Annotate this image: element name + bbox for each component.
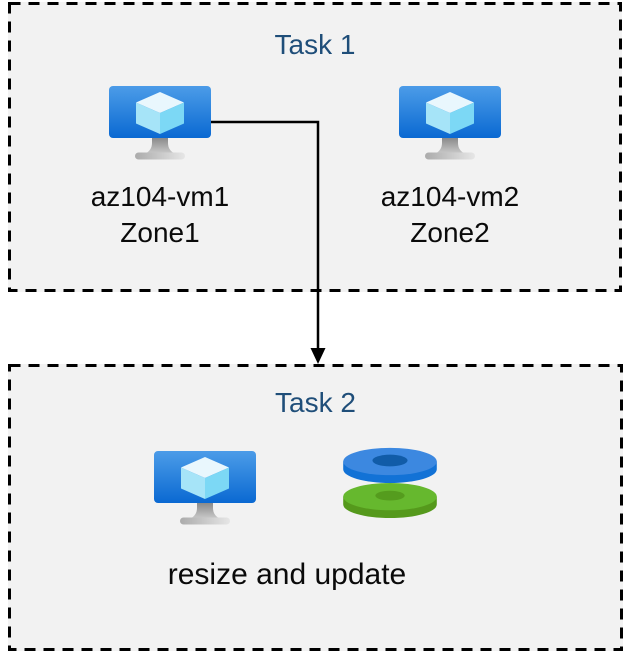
task1-box: Task 1 az104-vm1 Zone1: [8, 2, 622, 292]
cube-icon: [136, 92, 184, 134]
monitor-stand: [435, 138, 465, 154]
disk-blue: [343, 447, 437, 483]
monitor-base: [135, 152, 185, 160]
task2-box: Task 2 resize and update: [8, 364, 623, 651]
vm-label: az104-vm1 Zone1: [91, 179, 230, 251]
cube-icon: [426, 92, 474, 134]
monitor-base: [425, 152, 475, 160]
vm-group-az104-vm2: az104-vm2 Zone2: [350, 85, 550, 251]
task2-title: Task 2: [275, 387, 356, 418]
task1-title: Task 1: [274, 29, 356, 60]
vm-name: az104-vm1: [90, 181, 230, 212]
disks-icon: [343, 447, 437, 519]
vm-icon: [109, 86, 211, 160]
vm-zone: Zone2: [410, 217, 490, 248]
vm-label: az104-vm2 Zone2: [381, 179, 520, 251]
task2-caption: resize and update: [167, 558, 407, 591]
monitor-stand: [190, 503, 220, 519]
arrowhead-icon: [310, 348, 326, 364]
vm-icon: [399, 86, 501, 160]
cube-icon: [181, 457, 229, 499]
monitor-stand: [145, 138, 175, 154]
disk-green: [343, 482, 437, 519]
vm-zone: Zone1: [120, 217, 200, 248]
vm-icon: [154, 451, 256, 525]
vm-name: az104-vm2: [380, 181, 520, 212]
monitor-base: [180, 517, 230, 525]
vm-group-az104-vm1: az104-vm1 Zone1: [60, 85, 260, 251]
